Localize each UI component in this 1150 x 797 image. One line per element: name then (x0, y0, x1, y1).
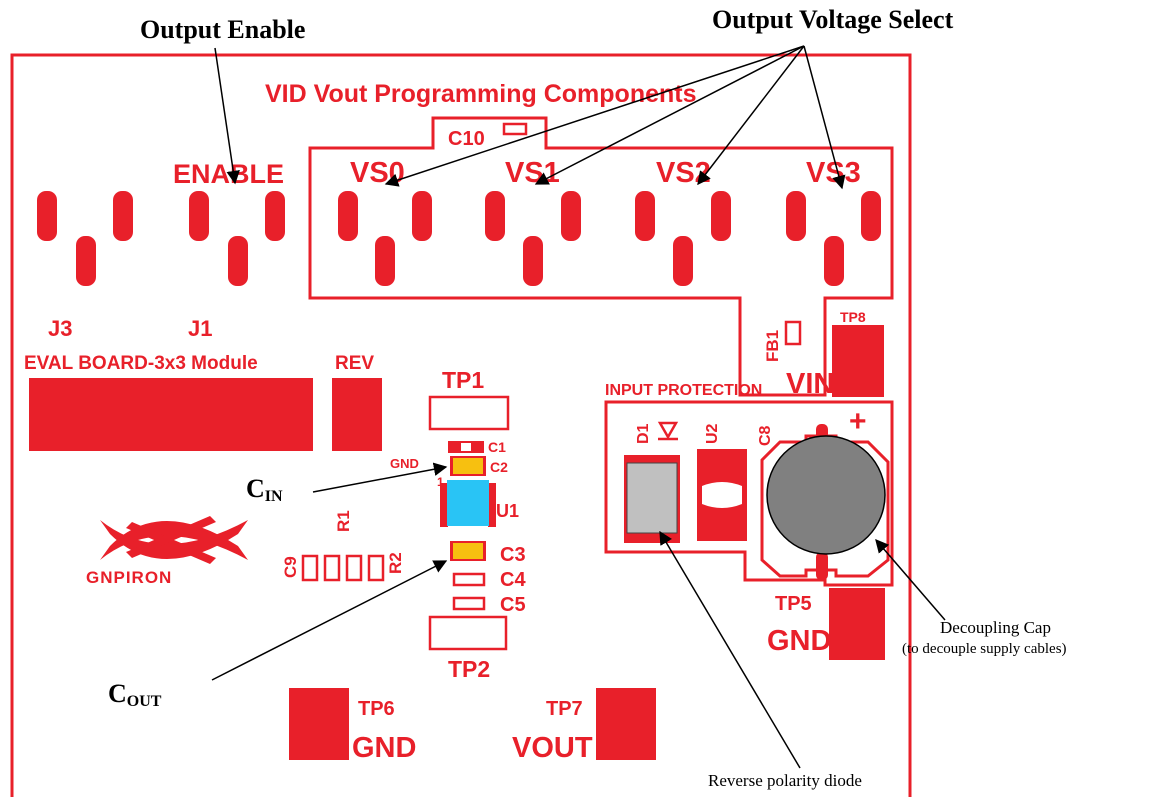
cin-annotation: CIN (246, 474, 283, 505)
enable-label: ENABLE (173, 159, 284, 189)
u2-part (697, 449, 747, 541)
tp5-label: TP5 (775, 593, 812, 615)
c4-label: C4 (500, 569, 526, 591)
d1-diode (626, 462, 678, 534)
jumper-vs1 (485, 191, 581, 286)
vout-label: VOUT (512, 732, 593, 764)
r1-label: R1 (334, 510, 353, 532)
tp8-pad[interactable] (832, 325, 884, 397)
tp6-pad[interactable] (289, 688, 349, 760)
fb1-label: FB1 (763, 330, 782, 362)
logo-text: GNPIRON (86, 568, 172, 587)
r2-label: R2 (386, 552, 405, 574)
u1-pins (440, 483, 496, 527)
tp7-label: TP7 (546, 698, 583, 720)
u1-label: U1 (496, 501, 519, 521)
output-enable-annotation: Output Enable (140, 15, 305, 44)
c5-pad (452, 596, 486, 611)
jumper-vs3 (786, 191, 881, 286)
tp5-gnd-label: GND (767, 625, 831, 657)
jumper-vs0 (338, 191, 432, 286)
svg-text:CIN: CIN (246, 474, 283, 505)
c10-label: C10 (448, 128, 485, 150)
c1-body (461, 443, 471, 451)
decoupling-cap-annotation: Decoupling Cap (940, 618, 1051, 637)
tp2-pad[interactable] (428, 615, 508, 651)
decoupling-note-annotation: (to decouple supply cables) (902, 641, 1067, 657)
tp2-label: TP2 (448, 656, 490, 682)
plus-label: + (849, 405, 867, 438)
u2-label: U2 (704, 423, 721, 444)
j1-label: J1 (188, 316, 212, 341)
annotation-arrows (211, 45, 946, 769)
vs2-label: VS2 (656, 157, 711, 189)
eval-board-pad (29, 378, 313, 451)
vs3-label: VS3 (806, 157, 861, 189)
c5-label: C5 (500, 594, 526, 616)
vid-title: VID Vout Programming Components (265, 80, 697, 108)
jumper-j1 (189, 191, 285, 286)
c4-pad (452, 572, 486, 587)
u1-ic (447, 480, 489, 526)
vs1-label: VS1 (505, 157, 560, 189)
svg-text:COUT: COUT (108, 679, 162, 710)
vs0-label: VS0 (350, 157, 405, 189)
tp7-pad[interactable] (596, 688, 656, 760)
c2-label: C2 (490, 459, 508, 475)
u1-pin1-label: 1 (437, 475, 444, 489)
fb1-pad (784, 320, 802, 346)
jumper-j3 (37, 191, 133, 286)
c8-electrolytic-cap (766, 435, 886, 555)
output-voltage-select-annotation: Output Voltage Select (712, 5, 954, 34)
tp6-gnd-label: GND (352, 732, 416, 764)
c10-pad (502, 122, 528, 136)
cout-annotation: COUT (108, 679, 162, 710)
c3-label: C3 (500, 544, 526, 566)
c3-capacitor (453, 543, 483, 559)
vin-label: VIN (786, 368, 834, 400)
d1-label: D1 (635, 423, 652, 444)
tp1-pad[interactable] (428, 395, 510, 431)
c9-label: C9 (281, 556, 300, 578)
d1-symbol-icon (657, 421, 679, 441)
rev-label: REV (335, 353, 374, 374)
c8-label: C8 (757, 425, 774, 446)
rev-pad (332, 378, 382, 451)
tp1-label: TP1 (442, 367, 484, 393)
tp8-label: TP8 (840, 309, 866, 325)
input-protection-label: INPUT PROTECTION (605, 382, 762, 399)
c9-r1-r2-pads (301, 554, 385, 582)
input-protection-outline (604, 400, 894, 587)
tp6-label: TP6 (358, 698, 395, 720)
eval-board-label: EVAL BOARD-3x3 Module (24, 353, 258, 374)
c1-label: C1 (488, 439, 506, 455)
tp5-pad[interactable] (829, 588, 885, 660)
gnd-small-label: GND (390, 456, 419, 471)
gnpiron-logo: GNPIRON (86, 516, 248, 587)
jumper-vs2 (635, 191, 731, 286)
c8-lead-bottom (816, 552, 828, 580)
c2-capacitor (453, 458, 483, 474)
j3-label: J3 (48, 316, 72, 341)
board-outline (10, 53, 912, 797)
reverse-diode-annotation: Reverse polarity diode (708, 771, 862, 790)
vid-region-outline (308, 116, 894, 397)
